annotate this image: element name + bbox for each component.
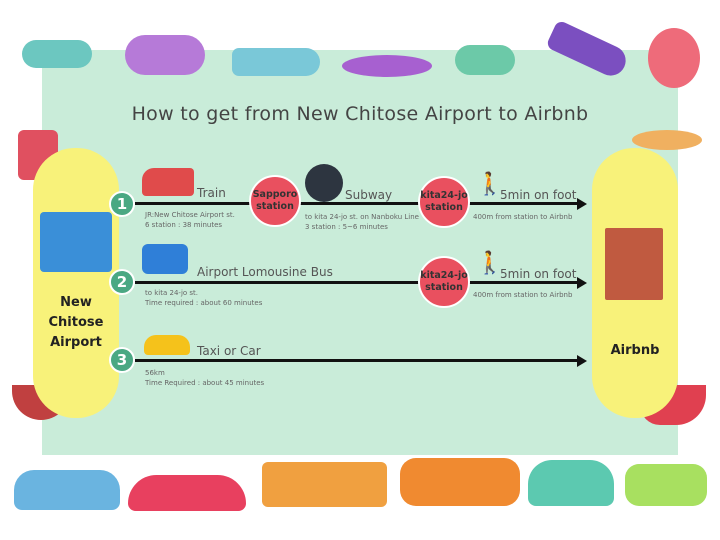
walking-person-icon: 🚶: [476, 251, 504, 276]
route-2-line: [135, 281, 577, 284]
kita24-jo-station: kita24-jo station: [418, 256, 470, 308]
route-number-3: 3: [109, 347, 135, 373]
detail-line: JR:New Chitose Airport st.: [145, 211, 235, 219]
kita24-jo-station: kita24-jo station: [418, 176, 470, 228]
arrow-icon: [577, 197, 587, 210]
arrow-icon: [577, 354, 587, 367]
canoe-icon: [632, 130, 702, 150]
rocket-icon: [232, 48, 320, 76]
walk-detail: 400m from station to Airbnb: [473, 213, 573, 221]
walk-label: 5min on foot: [500, 267, 577, 281]
mode-label: Subway: [345, 188, 393, 202]
arrow-icon: [577, 276, 587, 289]
building-icon: [605, 228, 663, 300]
detail-line: to kita 24-jo st.: [145, 289, 199, 297]
route-1-line: [135, 202, 577, 205]
route-detail: to kita 24-jo st. on Nanboku Line 3 stati…: [305, 212, 419, 232]
mode-label: Train: [197, 186, 226, 200]
balloon-icon: [648, 28, 700, 88]
sapporo-station: Sapporo station: [249, 175, 301, 227]
helicopter-icon: [455, 45, 515, 75]
walking-person-icon: 🚶: [476, 172, 504, 197]
origin-airport: New Chitose Airport: [33, 148, 119, 418]
page-title: How to get from New Chitose Airport to A…: [131, 103, 589, 125]
truck-icon: [262, 462, 387, 507]
red-car-icon: [128, 475, 246, 511]
destination-label: Airbnb: [610, 342, 660, 358]
detail-line: 3 station : 5~6 minutes: [305, 223, 388, 231]
origin-label: New Chitose Airport: [48, 295, 104, 350]
taxi-icon: [14, 470, 120, 510]
mode-label: Taxi or Car: [197, 344, 261, 358]
taxi-icon: [144, 335, 190, 355]
route-detail: JR:New Chitose Airport st. 6 station : 38…: [145, 210, 235, 230]
detail-line: to kita 24-jo st. on Nanboku Line: [305, 213, 419, 221]
train-icon: [142, 168, 194, 196]
walk-detail: 400m from station to Airbnb: [473, 291, 573, 299]
airplane-icon: [22, 40, 92, 68]
route-number-1: 1: [109, 191, 135, 217]
airport-building-icon: [40, 212, 112, 272]
route-3-line: [135, 359, 577, 362]
walk-label: 5min on foot: [500, 188, 577, 202]
van-icon: [625, 464, 707, 506]
bus-icon: [142, 244, 188, 274]
detail-line: 6 station : 38 minutes: [145, 221, 223, 229]
detail-line: Time Required : about 45 minutes: [145, 379, 265, 387]
route-number-2: 2: [109, 269, 135, 295]
route-detail: to kita 24-jo st. Time required : about 6…: [145, 288, 262, 308]
ufo-icon: [342, 55, 432, 77]
detail-line: 56km: [145, 369, 165, 377]
detail-line: Time required : about 60 minutes: [145, 299, 263, 307]
mode-label: Airport Lomousine Bus: [197, 265, 333, 279]
subway-icon: [305, 164, 343, 202]
green-car-icon: [528, 460, 614, 506]
blimp-icon: [125, 35, 205, 75]
bus-icon: [400, 458, 520, 506]
